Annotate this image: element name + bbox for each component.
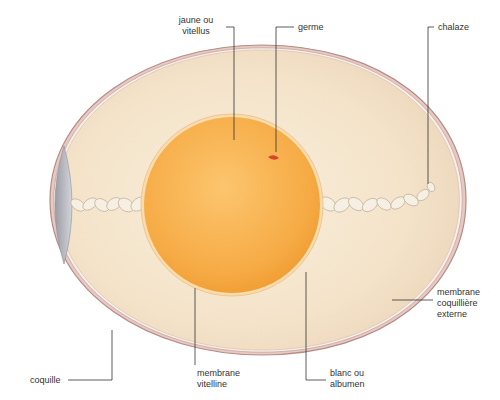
leader-lines: [68, 27, 434, 380]
part-label: germe: [298, 22, 338, 33]
yolk: [144, 117, 320, 293]
shell-membrane: [54, 48, 463, 352]
vitelline-membrane: [141, 114, 323, 296]
part-label: jaune ou vitellus: [168, 15, 224, 37]
albumen: [57, 50, 460, 350]
part-label: chalaze: [438, 22, 488, 33]
chalaza-right: [317, 181, 436, 215]
part-label: blanc ou albumen: [330, 368, 374, 390]
part-label: coquille: [30, 375, 70, 386]
air-cell: [55, 146, 72, 264]
part-label: membrane coquillière externe: [437, 287, 493, 320]
chalaza-left: [69, 194, 150, 215]
shell: [50, 45, 466, 355]
germ-spot: [268, 155, 279, 160]
part-label: membrane vitelline: [197, 368, 245, 390]
